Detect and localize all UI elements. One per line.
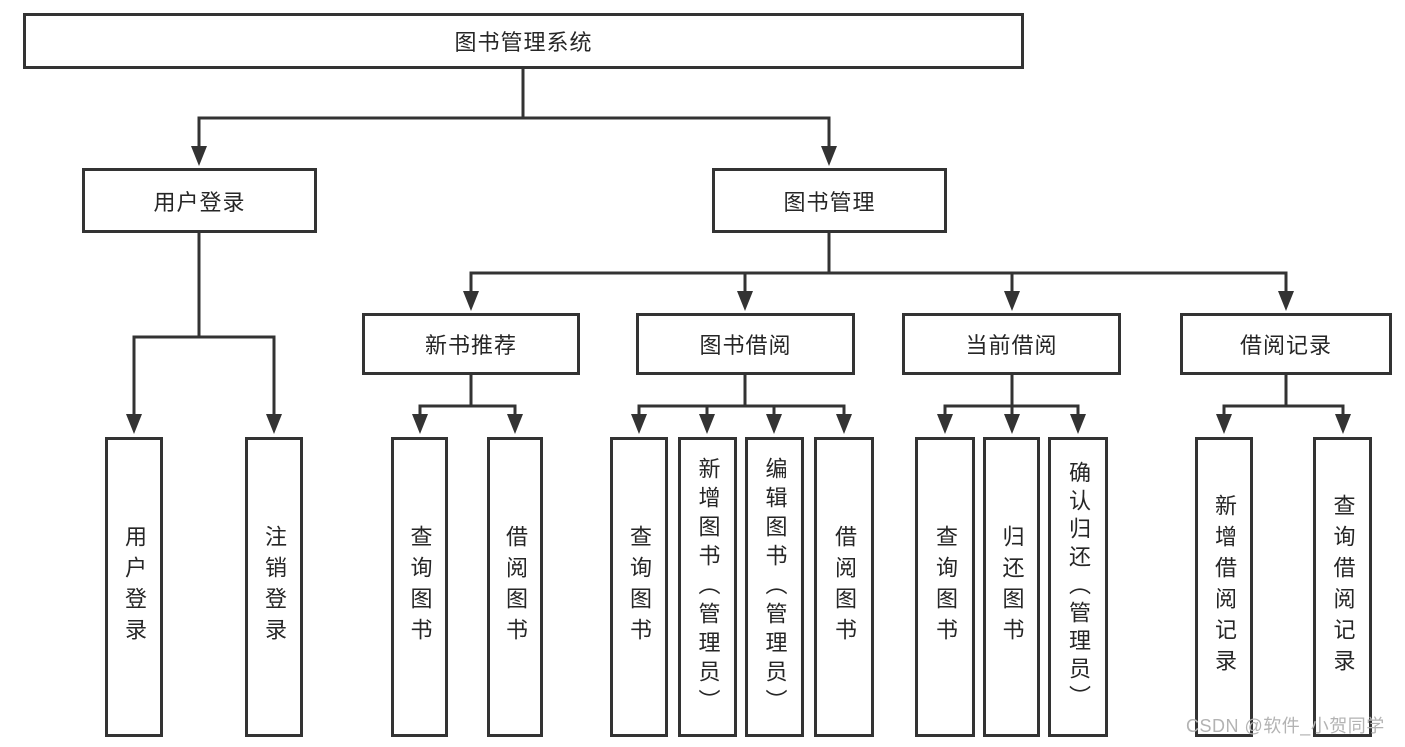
leaf-query-borrow-record-label: 查询借阅记录	[1330, 494, 1356, 680]
leaf-query-book-1-label: 查询图书	[407, 525, 433, 649]
node-borrow-record-label: 借阅记录	[1239, 333, 1332, 358]
leaf-user-login: 用户登录	[105, 437, 163, 737]
connector-lines	[132, 67, 1345, 417]
node-user-login: 用户登录	[82, 168, 317, 233]
node-book-borrow-label: 图书借阅	[699, 333, 792, 358]
node-book-management: 图书管理	[712, 168, 947, 233]
node-current-borrow-label: 当前借阅	[965, 333, 1058, 358]
leaf-borrow-book-1-label: 借阅图书	[503, 525, 528, 649]
leaf-borrow-book-1: 借阅图书	[487, 437, 543, 737]
leaf-query-book-1: 查询图书	[391, 437, 448, 737]
node-user-login-label: 用户登录	[153, 189, 246, 215]
node-root: 图书管理系统	[23, 13, 1024, 69]
leaf-edit-book-admin-label: 编辑图书（管理员）	[762, 456, 788, 718]
leaf-confirm-return-admin-label: 确认归还（管理员）	[1066, 461, 1091, 713]
leaf-add-book-admin-label: 新增图书（管理员）	[695, 456, 721, 718]
watermark: CSDN @软件_小贺同学	[1186, 716, 1385, 736]
leaf-add-book-admin: 新增图书（管理员）	[678, 437, 737, 737]
leaf-edit-book-admin: 编辑图书（管理员）	[745, 437, 804, 737]
node-new-book-recommend-label: 新书推荐	[424, 333, 517, 358]
node-current-borrow: 当前借阅	[902, 313, 1121, 375]
leaf-query-book-3-label: 查询图书	[933, 525, 958, 649]
leaf-logout-login-label: 注销登录	[262, 525, 287, 649]
leaf-logout-login: 注销登录	[245, 437, 303, 737]
leaf-query-borrow-record: 查询借阅记录	[1313, 437, 1372, 737]
leaf-borrow-book-2: 借阅图书	[814, 437, 874, 737]
leaf-confirm-return-admin: 确认归还（管理员）	[1048, 437, 1108, 737]
node-root-label: 图书管理系统	[454, 30, 593, 55]
node-borrow-record: 借阅记录	[1180, 313, 1392, 375]
leaf-add-borrow-record: 新增借阅记录	[1195, 437, 1253, 737]
node-book-management-label: 图书管理	[783, 189, 876, 215]
leaf-borrow-book-2-label: 借阅图书	[832, 525, 857, 649]
leaf-query-book-3: 查询图书	[915, 437, 975, 737]
node-book-borrow: 图书借阅	[636, 313, 855, 375]
leaf-add-borrow-record-label: 新增借阅记录	[1212, 494, 1237, 680]
leaf-return-book-label: 归还图书	[999, 525, 1025, 649]
leaf-query-book-2: 查询图书	[610, 437, 668, 737]
leaf-user-login-label: 用户登录	[122, 525, 147, 649]
node-new-book-recommend: 新书推荐	[362, 313, 580, 375]
leaf-return-book: 归还图书	[983, 437, 1040, 737]
leaf-query-book-2-label: 查询图书	[627, 525, 652, 649]
